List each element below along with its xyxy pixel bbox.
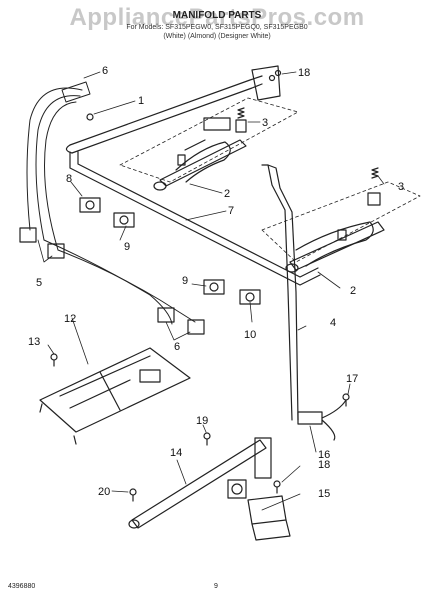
callout-10: 10	[244, 329, 256, 341]
callout-17: 17	[346, 373, 358, 385]
screw-13	[50, 353, 58, 367]
spring-upper	[235, 107, 247, 133]
igniter-switch-set-2	[157, 307, 205, 335]
callout-2-upper: 2	[224, 188, 230, 200]
valve-upper-2	[113, 212, 135, 228]
page-title: MANIFOLD PARTS	[172, 10, 262, 21]
callout-12: 12	[64, 313, 76, 325]
callout-5: 6	[102, 65, 108, 77]
screw-1	[86, 113, 94, 121]
burner-upper	[153, 117, 247, 191]
callout-4: 4	[330, 317, 336, 329]
mounting-bracket	[247, 495, 291, 541]
callout-6-mid: 6	[174, 341, 180, 353]
leader-lines	[37, 71, 385, 511]
callout-6-upper: 5	[36, 277, 42, 289]
callout-15: 15	[318, 488, 330, 500]
wire-harness	[26, 81, 196, 325]
manifold-bracket	[251, 65, 281, 101]
callout-3-right: 3	[398, 181, 404, 193]
screw-20	[129, 488, 137, 502]
callout-19: 19	[196, 415, 208, 427]
callout-9-upper: 9	[124, 241, 130, 253]
gas-supply-tube	[261, 164, 299, 421]
screw-18-lower	[273, 480, 281, 494]
callout-8: 8	[66, 173, 72, 185]
valve-upper-1	[79, 197, 101, 213]
spring-right	[371, 167, 379, 179]
callout-2-right: 2	[350, 285, 356, 297]
page-number: 9	[214, 583, 218, 590]
callout-14: 14	[170, 447, 182, 459]
callout-9-mid: 9	[182, 275, 188, 287]
burner-base	[39, 347, 191, 445]
screw-18-upper	[274, 69, 282, 77]
callout-18-lower: 18	[318, 459, 330, 471]
callout-20: 20	[98, 486, 110, 498]
callout-16: 16	[318, 449, 330, 461]
callout-1: 1	[138, 95, 144, 107]
callout-labels: 6 1 18 3 2 7 8 9 3 2 4 5 9 10 6 12 13 17…	[28, 65, 404, 500]
screw-17	[342, 393, 350, 407]
watermark: AppliancePartsPros.com	[69, 4, 365, 31]
model-line: For Models: SF315PEGW0, SF315PEGQ0, SF31…	[126, 24, 308, 31]
igniter-switch-set-1	[19, 227, 65, 259]
callout-13: 13	[28, 336, 40, 348]
callout-3-upper: 3	[262, 117, 268, 129]
igniter	[297, 399, 347, 441]
valve-mid-1	[203, 279, 225, 295]
part-code: 4396880	[8, 583, 36, 590]
burner-right	[285, 192, 385, 273]
manifold-tube-lower	[69, 151, 321, 286]
callout-7: 7	[228, 205, 234, 217]
orifice-tube-lower	[128, 437, 272, 529]
color-line: (White) (Almond) (Designer White)	[163, 33, 271, 40]
callout-18-upper: 18	[298, 67, 310, 79]
screw-19	[203, 432, 211, 446]
